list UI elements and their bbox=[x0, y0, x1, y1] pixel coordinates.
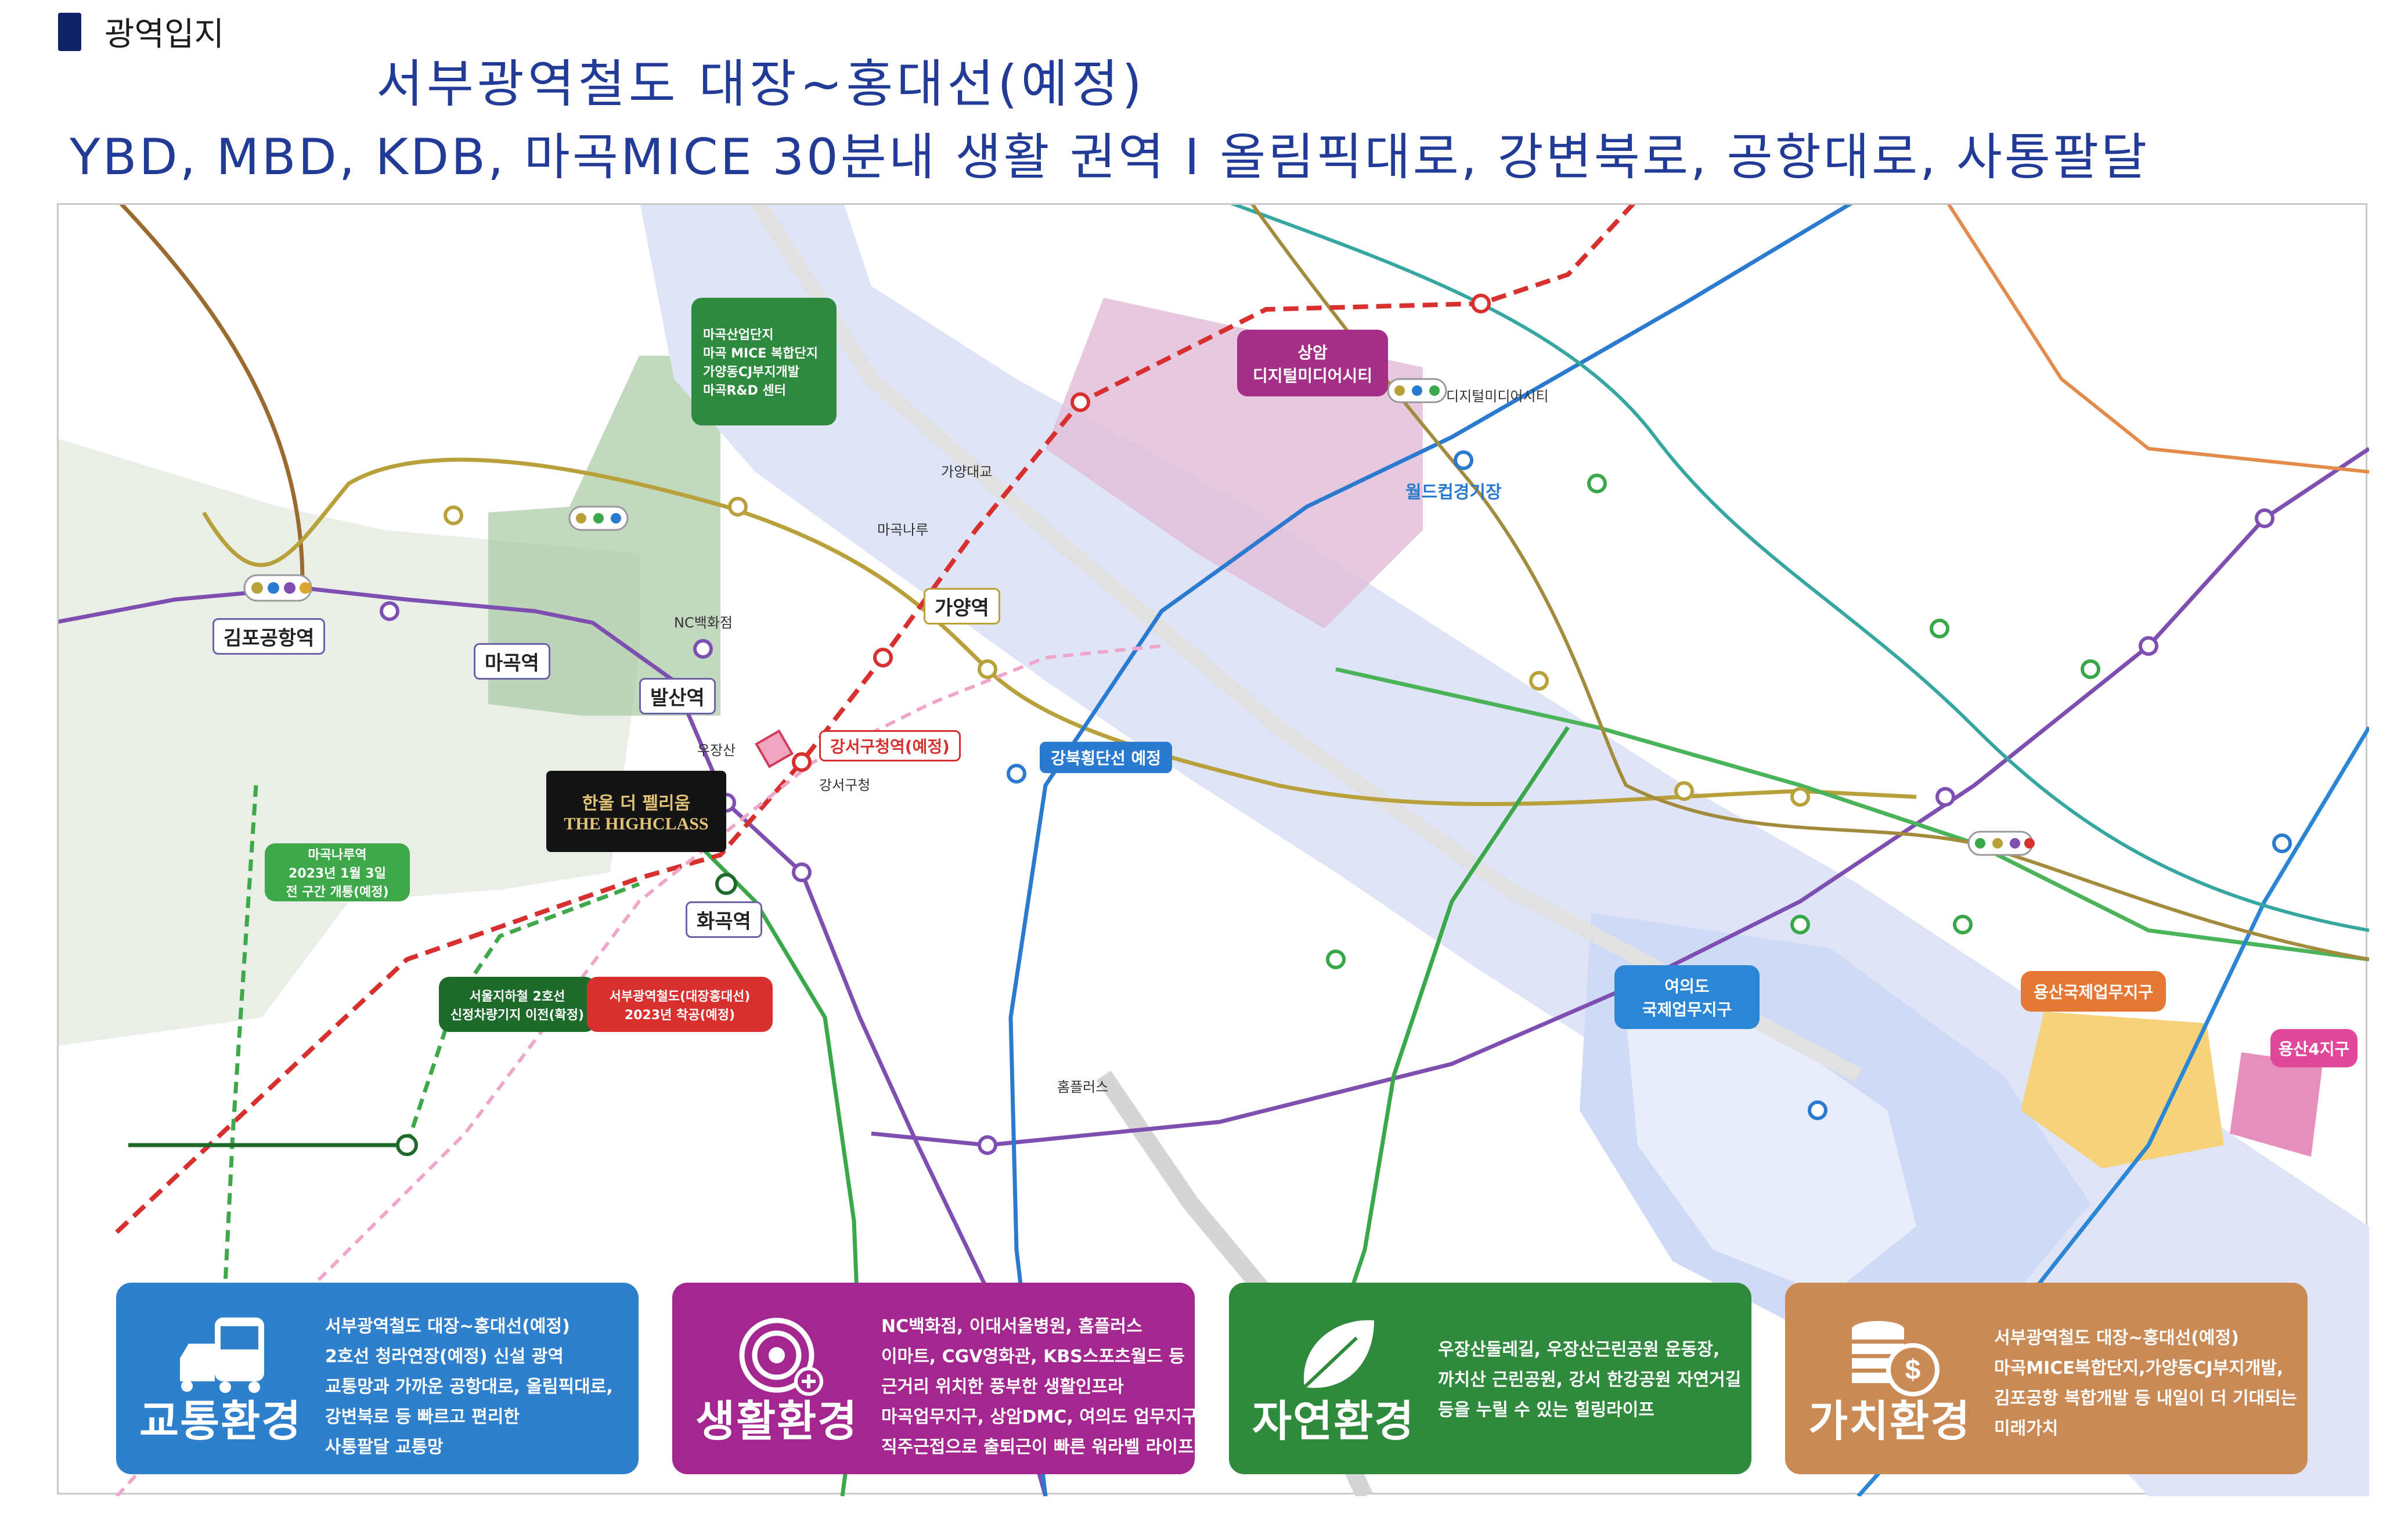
card-transport: 교통환경 서부광역철도 대장~홍대선(예정)2호선 청라연장(예정) 신설 광역… bbox=[116, 1283, 639, 1474]
line-brown bbox=[119, 205, 305, 583]
label-gayang-bridge: 가양대교 bbox=[941, 464, 993, 480]
label-magok: 마곡역 bbox=[474, 643, 550, 680]
label-dmc: 디지털미디어시티 bbox=[1446, 388, 1549, 405]
label-gayang: 가양역 bbox=[924, 588, 1000, 625]
map-graphic bbox=[59, 205, 2369, 1496]
callout-yongsan-4: 용산4지구 bbox=[2270, 1029, 2357, 1067]
line-seobu-rail bbox=[115, 205, 1636, 1234]
page-title: 서부광역철도 대장~홍대선(예정) bbox=[376, 54, 1145, 114]
svg-text:$: $ bbox=[1905, 1355, 1921, 1385]
label-world-cup: 월드컵경기장 bbox=[1405, 482, 1502, 503]
label-gangseo-gucheong: 강서구청역(예정) bbox=[819, 730, 961, 761]
card-living-title: 생활환경 bbox=[695, 1396, 859, 1446]
label-woojangsan: 우장산 bbox=[697, 742, 736, 759]
bus-car-icon bbox=[180, 1318, 264, 1393]
yongsan-zone bbox=[2021, 1012, 2224, 1168]
card-nature-desc: 우장산둘레길, 우장산근린공원 운동장,까치산 근린공원, 강서 한강공원 자연… bbox=[1438, 1340, 1742, 1420]
line-pink-dashed bbox=[115, 644, 1162, 1496]
card-value-desc: 서부광역철도 대장~홍대선(예정)마곡MICE복합단지,가양동CJ부지개발,김포… bbox=[1994, 1328, 2297, 1439]
coins-icon: $ bbox=[1852, 1321, 1940, 1396]
label-nc-dept: NC백화점 bbox=[674, 615, 733, 631]
card-nature-title: 자연환경 bbox=[1252, 1396, 1415, 1446]
yeouido-island bbox=[1626, 1017, 1916, 1296]
magok-district bbox=[488, 356, 720, 716]
transfer-gimpo bbox=[243, 574, 312, 602]
leaf-icon bbox=[1303, 1320, 1374, 1389]
line-teal bbox=[1230, 205, 2369, 932]
section-label: 광역입지 bbox=[104, 16, 225, 53]
project-marker bbox=[755, 729, 794, 768]
label-gimpo-airport: 김포공항역 bbox=[212, 618, 326, 655]
label-homeplus: 홈플러스 bbox=[1057, 1079, 1109, 1095]
label-gangbuk-line: 강북횡단선 예정 bbox=[1040, 742, 1173, 773]
card-transport-title: 교통환경 bbox=[139, 1396, 302, 1446]
label-gangseo-gucheong-small: 강서구청 bbox=[819, 777, 871, 793]
line-purple-east bbox=[871, 447, 2369, 1147]
yongsan4-zone bbox=[2230, 1052, 2323, 1157]
label-hwagok: 화곡역 bbox=[686, 901, 762, 938]
label-magok-naru: 마곡나루 bbox=[877, 522, 929, 538]
line-orange bbox=[1946, 205, 2369, 474]
line-olive bbox=[1250, 205, 2369, 961]
callout-seobu-rail: 서부광역철도(대장홍대선)2023년 착공(예정) bbox=[587, 977, 773, 1032]
card-value: $ 가치환경 서부광역철도 대장~홍대선(예정)마곡MICE복합단지,가양동CJ… bbox=[1785, 1283, 2308, 1474]
target-plus-icon bbox=[739, 1318, 823, 1396]
line-blue-gangbuk bbox=[1008, 205, 1853, 1496]
card-nature: 자연환경 우장산둘레길, 우장산근린공원 운동장,까치산 근린공원, 강서 한강… bbox=[1229, 1283, 1751, 1474]
page-subtitle: YBD, MBD, KDB, 마곡MICE 30분내 생활 권역 I 올림픽대로… bbox=[70, 128, 2150, 186]
line-green-east bbox=[1335, 667, 2369, 962]
label-balsan: 발산역 bbox=[639, 678, 716, 714]
section-marker bbox=[58, 13, 81, 51]
card-value-title: 가치환경 bbox=[1808, 1396, 1971, 1446]
callout-yongsan-intl: 용산국제업무지구 bbox=[2021, 971, 2166, 1012]
